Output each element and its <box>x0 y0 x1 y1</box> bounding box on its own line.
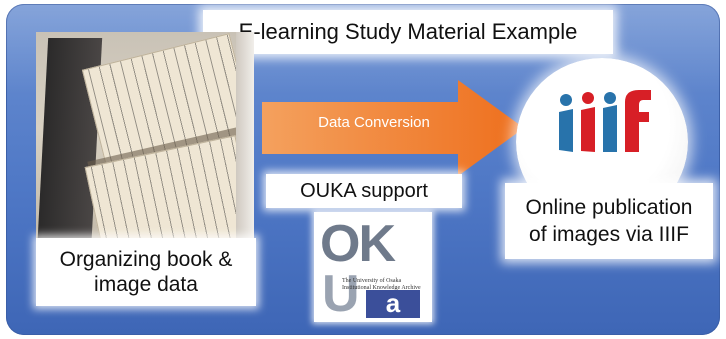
data-conversion-arrow <box>262 80 524 176</box>
support-label: OUKA support <box>266 174 462 208</box>
publication-caption: Online publication of images via IIIF <box>505 183 713 259</box>
iiif-logo <box>559 90 651 152</box>
ouka-logo-ok: OK <box>320 215 396 273</box>
organize-caption: Organizing book & image data <box>36 238 256 306</box>
diagram-title: E-learning Study Material Example <box>203 10 613 54</box>
book-photo <box>36 32 254 272</box>
book-edge <box>236 32 254 272</box>
ouka-logo-subtitle: The University of Osaka Institutional Kn… <box>342 278 421 291</box>
ouka-logo-a: a <box>366 290 420 318</box>
arrow-label: Data Conversion <box>318 114 430 131</box>
ouka-logo-u: U <box>322 265 360 323</box>
ouka-logo: OK U The University of Osaka Institution… <box>314 212 432 323</box>
